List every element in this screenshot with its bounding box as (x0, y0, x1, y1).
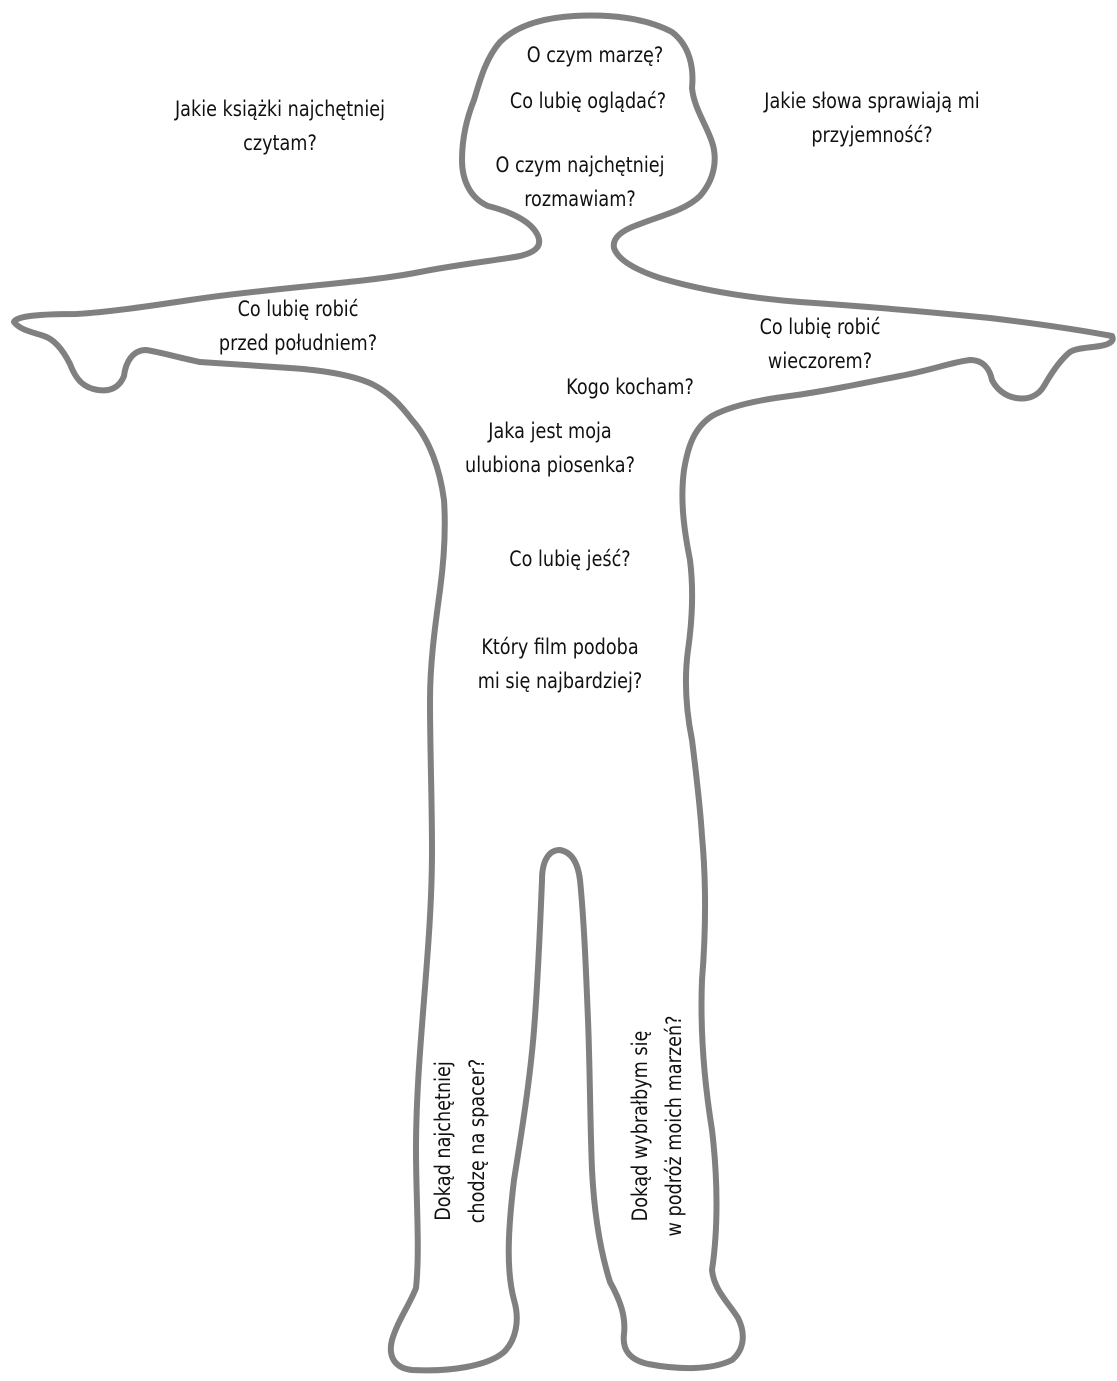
label-morning: Co lubię robić przed południem? (206, 292, 391, 360)
label-talk-line1: O czym najchętniej (483, 148, 676, 182)
label-talk: O czym najchętniej rozmawiam? (483, 148, 676, 216)
label-walk-line2: chodzę na spacer? (460, 1040, 494, 1242)
label-film: Który film podoba mi się najbardziej? (459, 630, 661, 698)
label-film-line1: Który film podoba (459, 630, 661, 664)
label-travel-line2: w podróż moich marzeń? (657, 1000, 691, 1252)
label-morning-line1: Co lubię robić (206, 292, 391, 326)
label-love: Kogo kocham? (546, 370, 714, 404)
label-song-line2: ulubiona piosenka? (449, 448, 651, 482)
label-dream: O czym marzę? (515, 38, 675, 72)
label-books-line1: Jakie książki najchętniej (154, 92, 406, 126)
label-words: Jakie słowa sprawiają mi przyjemność? (738, 84, 1007, 152)
label-morning-line2: przed południem? (206, 326, 391, 360)
label-walk: Dokąd najchętniej chodzę na spacer? (426, 1040, 494, 1242)
label-travel: Dokąd wybrałbym się w podróż moich marze… (623, 1000, 691, 1252)
label-eat: Co lubię jeść? (494, 542, 645, 576)
label-words-line2: przyjemność? (738, 118, 1007, 152)
label-film-line2: mi się najbardziej? (459, 664, 661, 698)
label-love-text: Kogo kocham? (546, 370, 714, 404)
label-books-line2: czytam? (154, 126, 406, 160)
label-eat-text: Co lubię jeść? (494, 542, 645, 576)
label-words-line1: Jakie słowa sprawiają mi (738, 84, 1007, 118)
label-song: Jaka jest moja ulubiona piosenka? (449, 414, 651, 482)
label-evening-line1: Co lubię robić (736, 310, 904, 344)
label-travel-line1: Dokąd wybrałbym się (623, 1000, 657, 1252)
label-evening: Co lubię robić wieczorem? (736, 310, 904, 378)
label-watch-text: Co lubię oglądać? (496, 84, 681, 118)
label-evening-line2: wieczorem? (736, 344, 904, 378)
label-walk-line1: Dokąd najchętniej (426, 1040, 460, 1242)
label-talk-line2: rozmawiam? (483, 182, 676, 216)
label-song-line1: Jaka jest moja (449, 414, 651, 448)
label-books: Jakie książki najchętniej czytam? (154, 92, 406, 160)
label-dream-text: O czym marzę? (515, 38, 675, 72)
label-watch: Co lubię oglądać? (496, 84, 681, 118)
